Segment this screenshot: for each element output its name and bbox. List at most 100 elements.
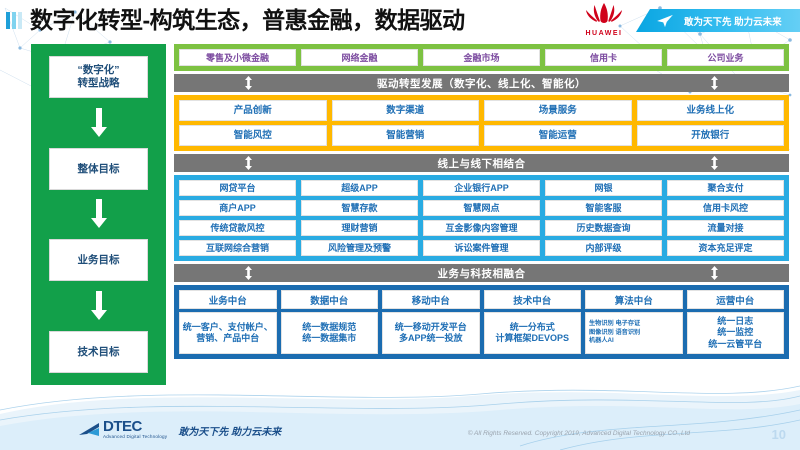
- slide-footer: DTEC Advanced Digital Technology 敢为天下先 助…: [0, 398, 800, 450]
- transformation-cell[interactable]: 智能风控: [179, 125, 327, 146]
- channel-cell[interactable]: 诉讼案件管理: [423, 240, 540, 256]
- title-accent-bars-icon: [6, 12, 26, 29]
- channel-cell[interactable]: 企业银行APP: [423, 180, 540, 196]
- huawei-logo: HUAWEI: [578, 2, 630, 38]
- dtec-mark-icon: [79, 423, 99, 436]
- flow-step-strategy: “数字化” 转型战略: [49, 56, 148, 98]
- channel-row: 互联网综合营销风险管理及预警诉讼案件管理内部评级资本充足评定: [179, 240, 784, 256]
- channel-cell[interactable]: 智能客服: [545, 200, 662, 216]
- platform-header[interactable]: 技术中台: [483, 290, 581, 309]
- dtec-logo: DTEC Advanced Digital Technology 敢为天下先 助…: [78, 419, 281, 440]
- transformation-cell[interactable]: 场景服务: [484, 100, 632, 121]
- business-line-cell[interactable]: 信用卡: [545, 49, 662, 66]
- channel-cell[interactable]: 互联网综合营销: [179, 240, 296, 256]
- dtec-subtitle: Advanced Digital Technology: [103, 434, 168, 439]
- double-arrow-icon: [711, 156, 718, 170]
- huawei-wordmark: HUAWEI: [585, 30, 623, 37]
- transformation-cell[interactable]: 数字渠道: [331, 100, 479, 121]
- transformation-cell[interactable]: 业务线上化: [636, 100, 784, 121]
- platform-grid: 业务中台统一客户、支付帐户、营销、产品中台数据中台统一数据规范统一数据集市移动中…: [179, 290, 784, 354]
- channel-cell[interactable]: 互金影像内容管理: [423, 220, 540, 236]
- platform-header[interactable]: 业务中台: [179, 290, 277, 309]
- copyright-text: © All Rights Reserved. Copyright 2019, A…: [467, 430, 690, 437]
- channel-row: 商户APP 智慧存款智慧网点智能客服信用卡风控: [179, 200, 784, 216]
- channel-row: 传统贷款风控理财营销互金影像内容管理历史数据查询流量对接: [179, 220, 784, 236]
- platform-column: 技术中台统一分布式计算框架DEVOPS: [483, 290, 581, 354]
- channel-cell[interactable]: 智慧网点: [423, 200, 540, 216]
- huawei-cloud-ribbon: 敢为天下先 助力云未来: [636, 9, 800, 32]
- channel-cell[interactable]: 历史数据查询: [545, 220, 662, 236]
- page-title: 数字化转型-构筑生态，普惠金融，数据驱动: [30, 7, 465, 33]
- channel-cell[interactable]: 流量对接: [667, 220, 784, 236]
- dtec-slogan: 敢为天下先 助力云未来: [178, 427, 282, 438]
- transformation-cell[interactable]: 产品创新: [179, 100, 327, 121]
- platform-body[interactable]: 生物识别 电子存证图像识别 语音识别机器人AI: [585, 312, 683, 354]
- paper-plane-icon: [657, 14, 673, 27]
- flow-step-overall-goal: 整体目标: [49, 147, 148, 190]
- double-arrow-icon: [245, 266, 252, 280]
- channel-cell[interactable]: 资本充足评定: [667, 240, 784, 256]
- platform-column: 算法中台生物识别 电子存证图像识别 语音识别机器人AI: [585, 290, 683, 354]
- platform-column: 业务中台统一客户、支付帐户、营销、产品中台: [179, 290, 277, 354]
- business-line-cell[interactable]: 网络金融: [301, 49, 418, 66]
- architecture-stack: 零售及小微金融网络金融金融市场信用卡公司业务 驱动转型发展（数字化、线上化、智能…: [174, 44, 789, 359]
- transformation-cell[interactable]: 智能营销: [331, 125, 479, 146]
- arrow-down-icon: [90, 291, 107, 321]
- transformation-row: 产品创新数字渠道场景服务业务线上化: [179, 100, 784, 121]
- channel-cell[interactable]: 超级APP: [301, 180, 418, 196]
- platform-header[interactable]: 算法中台: [585, 290, 683, 309]
- flow-step-strategy-line1: “数字化”: [77, 64, 120, 76]
- business-line-cell[interactable]: 零售及小微金融: [179, 49, 296, 66]
- band-business-tech: 业务与科技相融合: [174, 264, 789, 282]
- ribbon-slogan: 敢为天下先 助力云未来: [684, 16, 782, 28]
- platform-body[interactable]: 统一客户、支付帐户、营销、产品中台: [179, 312, 277, 354]
- business-lines-row: 零售及小微金融网络金融金融市场信用卡公司业务: [179, 49, 784, 66]
- flow-step-business-goal: 业务目标: [49, 239, 148, 282]
- band-drive-transformation: 驱动转型发展（数字化、线上化、智能化）: [174, 74, 789, 92]
- platform-header[interactable]: 运营中台: [686, 290, 784, 309]
- platform-body[interactable]: 统一日志统一监控统一云管平台: [686, 312, 784, 354]
- platform-header[interactable]: 数据中台: [280, 290, 378, 309]
- channel-cell[interactable]: 网贷平台: [179, 180, 296, 196]
- business-line-cell[interactable]: 公司业务: [667, 49, 784, 66]
- arrow-down-icon: [90, 107, 107, 137]
- double-arrow-icon: [711, 76, 718, 90]
- channel-cell[interactable]: 聚合支付: [667, 180, 784, 196]
- platform-column: 移动中台统一移动开发平台多APP统一投放: [382, 290, 480, 354]
- channel-cell[interactable]: 信用卡风控: [667, 200, 784, 216]
- channel-cell[interactable]: 理财营销: [301, 220, 418, 236]
- double-arrow-icon: [711, 266, 718, 280]
- platform-column: 数据中台统一数据规范统一数据集市: [280, 290, 378, 354]
- channel-row: 网贷平台超级APP 企业银行APP 网银聚合支付: [179, 180, 784, 196]
- slide-header: 数字化转型-构筑生态，普惠金融，数据驱动 HUAWEI 敢为天下先 助力云未来: [0, 0, 800, 40]
- channel-cell[interactable]: 内部评级: [545, 240, 662, 256]
- transformation-cell[interactable]: 开放银行: [636, 125, 784, 146]
- platform-body[interactable]: 统一移动开发平台多APP统一投放: [382, 312, 480, 354]
- transformation-cell[interactable]: 智能运营: [484, 125, 632, 146]
- section-transformation: 产品创新数字渠道场景服务业务线上化智能风控智能营销智能运营开放银行: [174, 95, 789, 151]
- channel-cell[interactable]: 智慧存款: [301, 200, 418, 216]
- section-business-lines: 零售及小微金融网络金融金融市场信用卡公司业务: [174, 44, 789, 71]
- huawei-flower-icon: [586, 3, 622, 23]
- band-online-offline: 线上与线下相结合: [174, 154, 789, 172]
- band-online-offline-label: 线上与线下相结合: [437, 157, 526, 170]
- double-arrow-icon: [245, 156, 252, 170]
- channel-cell[interactable]: 风险管理及预警: [301, 240, 418, 256]
- dtec-wordmark: DTEC: [103, 418, 142, 435]
- double-arrow-icon: [245, 76, 252, 90]
- band-business-tech-label: 业务与科技相融合: [437, 267, 526, 280]
- platform-header[interactable]: 移动中台: [382, 290, 480, 309]
- channel-cell[interactable]: 传统贷款风控: [179, 220, 296, 236]
- transformation-row: 智能风控智能营销智能运营开放银行: [179, 125, 784, 146]
- section-platforms: 业务中台统一客户、支付帐户、营销、产品中台数据中台统一数据规范统一数据集市移动中…: [174, 285, 789, 359]
- platform-column: 运营中台统一日志统一监控统一云管平台: [686, 290, 784, 354]
- channel-cell[interactable]: 商户APP: [179, 200, 296, 216]
- channel-cell[interactable]: 网银: [545, 180, 662, 196]
- section-channels: 网贷平台超级APP 企业银行APP 网银聚合支付商户APP 智慧存款智慧网点智能客服信…: [174, 175, 789, 261]
- business-line-cell[interactable]: 金融市场: [423, 49, 540, 66]
- flow-step-strategy-line2: 转型战略: [77, 77, 120, 89]
- strategy-flow-column: “数字化” 转型战略 整体目标 业务目标 技术目标: [31, 44, 166, 385]
- platform-body[interactable]: 统一分布式计算框架DEVOPS: [483, 312, 581, 354]
- platform-body[interactable]: 统一数据规范统一数据集市: [280, 312, 378, 354]
